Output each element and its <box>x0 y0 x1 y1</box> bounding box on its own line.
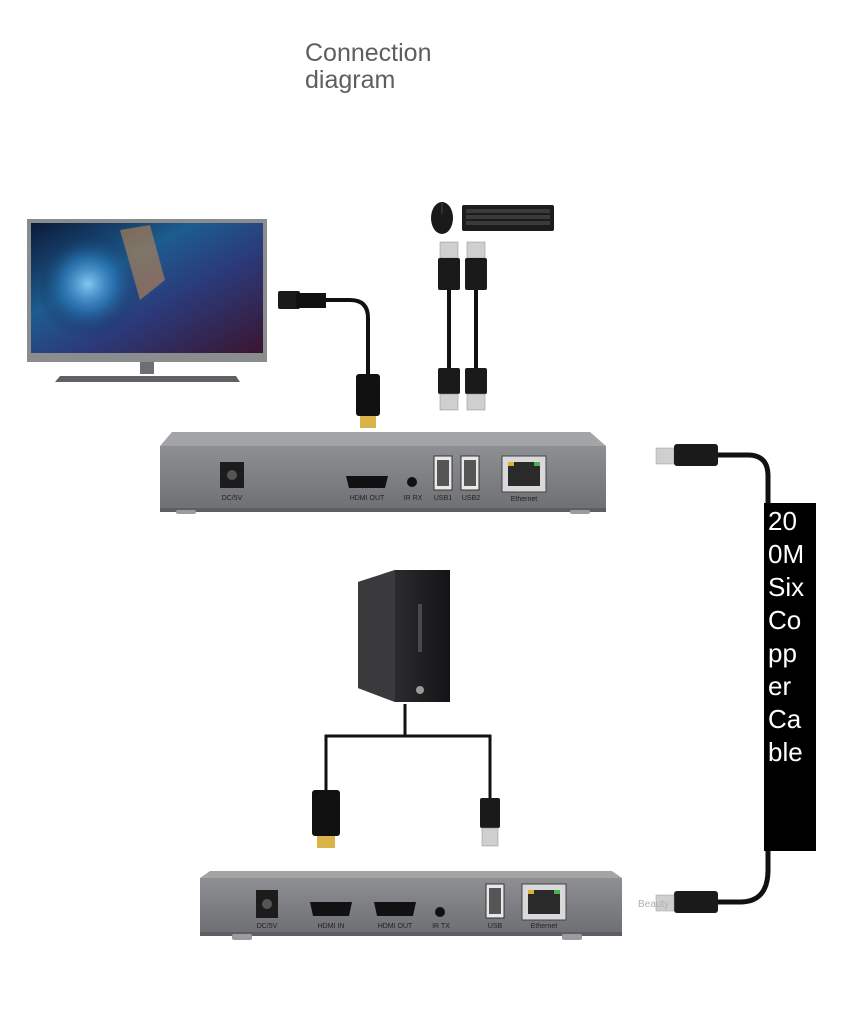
extender-transmitter: DC/5V HDMI IN HDMI OUT IR TX USB Etherne… <box>200 871 622 940</box>
transmitter-usb-label: USB <box>488 923 503 930</box>
cable-label-line: Six <box>768 572 805 602</box>
receiver-hdmi-port <box>346 476 388 488</box>
cable-length-label: 20 0M Six Co pp er Ca ble <box>764 503 816 851</box>
receiver-usb2-label: USB2 <box>462 495 480 502</box>
transmitter-hdmi-out-port <box>374 902 416 916</box>
receiver-usb1-label: USB1 <box>434 495 452 502</box>
cable-label-line: er <box>768 671 792 701</box>
title-line-1: Connection <box>305 39 432 67</box>
ethernet-cable-icon <box>655 444 771 913</box>
cable-label-line: 0M <box>768 539 805 569</box>
receiver-ethernet-label: Ethernet <box>511 496 538 503</box>
transmitter-ir-port <box>435 907 445 917</box>
extender-receiver: DC/5V HDMI OUT IR RX USB1 USB2 Ethernet <box>160 432 606 514</box>
cable-label-line: pp <box>768 638 797 668</box>
cable-label-line: Ca <box>768 704 802 734</box>
hdmi-cable-icon <box>278 291 380 428</box>
transmitter-hdmi-out-label: HDMI OUT <box>378 923 413 930</box>
keyboard-icon <box>462 205 554 231</box>
receiver-hdmi-out-label: HDMI OUT <box>350 495 385 502</box>
monitor-icon <box>27 219 267 382</box>
transmitter-hdmi-in-port <box>310 902 352 916</box>
receiver-ir-port <box>407 477 417 487</box>
transmitter-ethernet-label: Ethernet <box>531 923 558 930</box>
receiver-ir-rx-label: IR RX <box>404 495 423 502</box>
cable-label-line: ble <box>768 737 803 767</box>
usb-cable-icon <box>438 241 487 411</box>
transmitter-hdmi-in-label: HDMI IN <box>318 923 345 930</box>
receiver-dc-label: DC/5V <box>222 495 243 502</box>
pc-cables-icon <box>312 704 500 848</box>
pc-tower-icon <box>358 570 450 702</box>
transmitter-dc-label: DC/5V <box>257 923 278 930</box>
cable-label-line: Co <box>768 605 802 635</box>
title-line-2: diagram <box>305 66 396 94</box>
cable-label-line: 20 <box>768 506 797 536</box>
diagram-title: Connection diagram <box>305 40 505 94</box>
watermark-text: Beauty <box>638 899 669 910</box>
mouse-icon <box>431 202 453 234</box>
transmitter-ir-tx-label: IR TX <box>432 923 450 930</box>
